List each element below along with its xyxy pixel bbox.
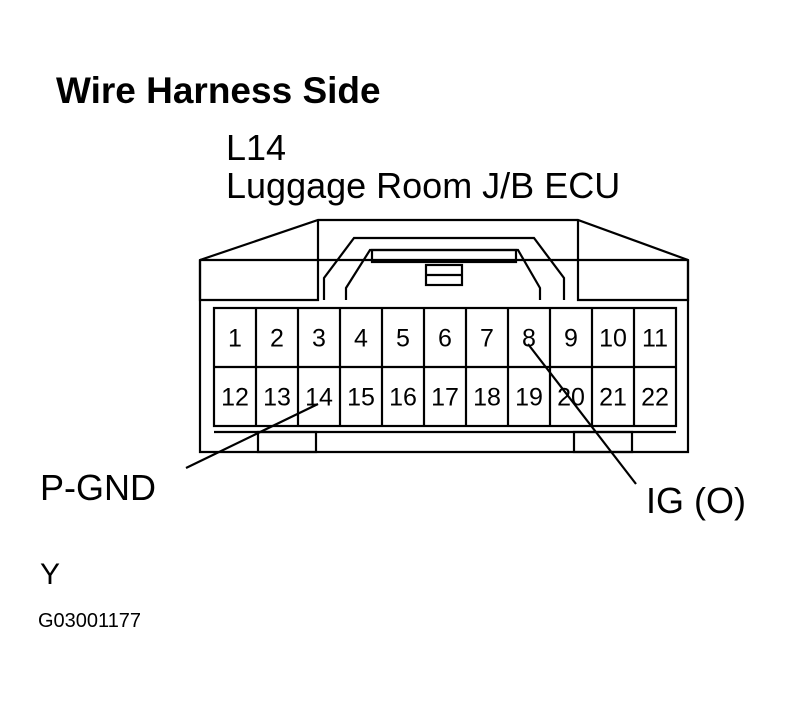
lock-latch-window (370, 248, 518, 264)
figure-id: G03001177 (38, 610, 142, 632)
p-gnd-label: P-GND (40, 467, 156, 508)
pin-12-label: 12 (221, 384, 249, 412)
pin-1-label: 1 (228, 325, 242, 353)
pin-21-label: 21 (599, 384, 627, 412)
pin-16-label: 16 (389, 384, 417, 412)
pin-19-label: 19 (515, 384, 543, 412)
pin-9-label: 9 (564, 325, 578, 353)
housing-left-step (198, 220, 320, 302)
diagram-title: Wire Harness Side (56, 70, 381, 111)
pin-13-label: 13 (263, 384, 291, 412)
pin-11-label: 11 (642, 325, 668, 353)
pin-7-label: 7 (480, 325, 494, 353)
connector-code: L14 (226, 127, 287, 168)
housing-bottom-left-foot (256, 430, 318, 454)
pin-17-label: 17 (431, 384, 459, 412)
p-gnd-leader-line (185, 403, 319, 469)
pin-column-dividers (254, 308, 636, 426)
ig-leader-line (527, 343, 637, 485)
pin-3-label: 3 (312, 325, 326, 353)
pin-22-label: 22 (641, 384, 669, 412)
pin-15-label: 15 (347, 384, 375, 412)
pin-10-label: 10 (599, 325, 627, 353)
pin-5-label: 5 (396, 325, 410, 353)
ig-label: IG (O) (646, 480, 746, 521)
pin-6-label: 6 (438, 325, 452, 353)
housing-right-step (576, 220, 690, 302)
wire-color-code: Y (40, 558, 61, 591)
connector-name: Luggage Room J/B ECU (226, 165, 621, 206)
housing-bottom-right-foot (572, 430, 634, 454)
pin-8-label: 8 (522, 325, 536, 353)
pin-4-label: 4 (354, 325, 368, 353)
pin-18-label: 18 (473, 384, 501, 412)
pin-2-label: 2 (270, 325, 284, 353)
lock-latch-outer (322, 236, 566, 300)
